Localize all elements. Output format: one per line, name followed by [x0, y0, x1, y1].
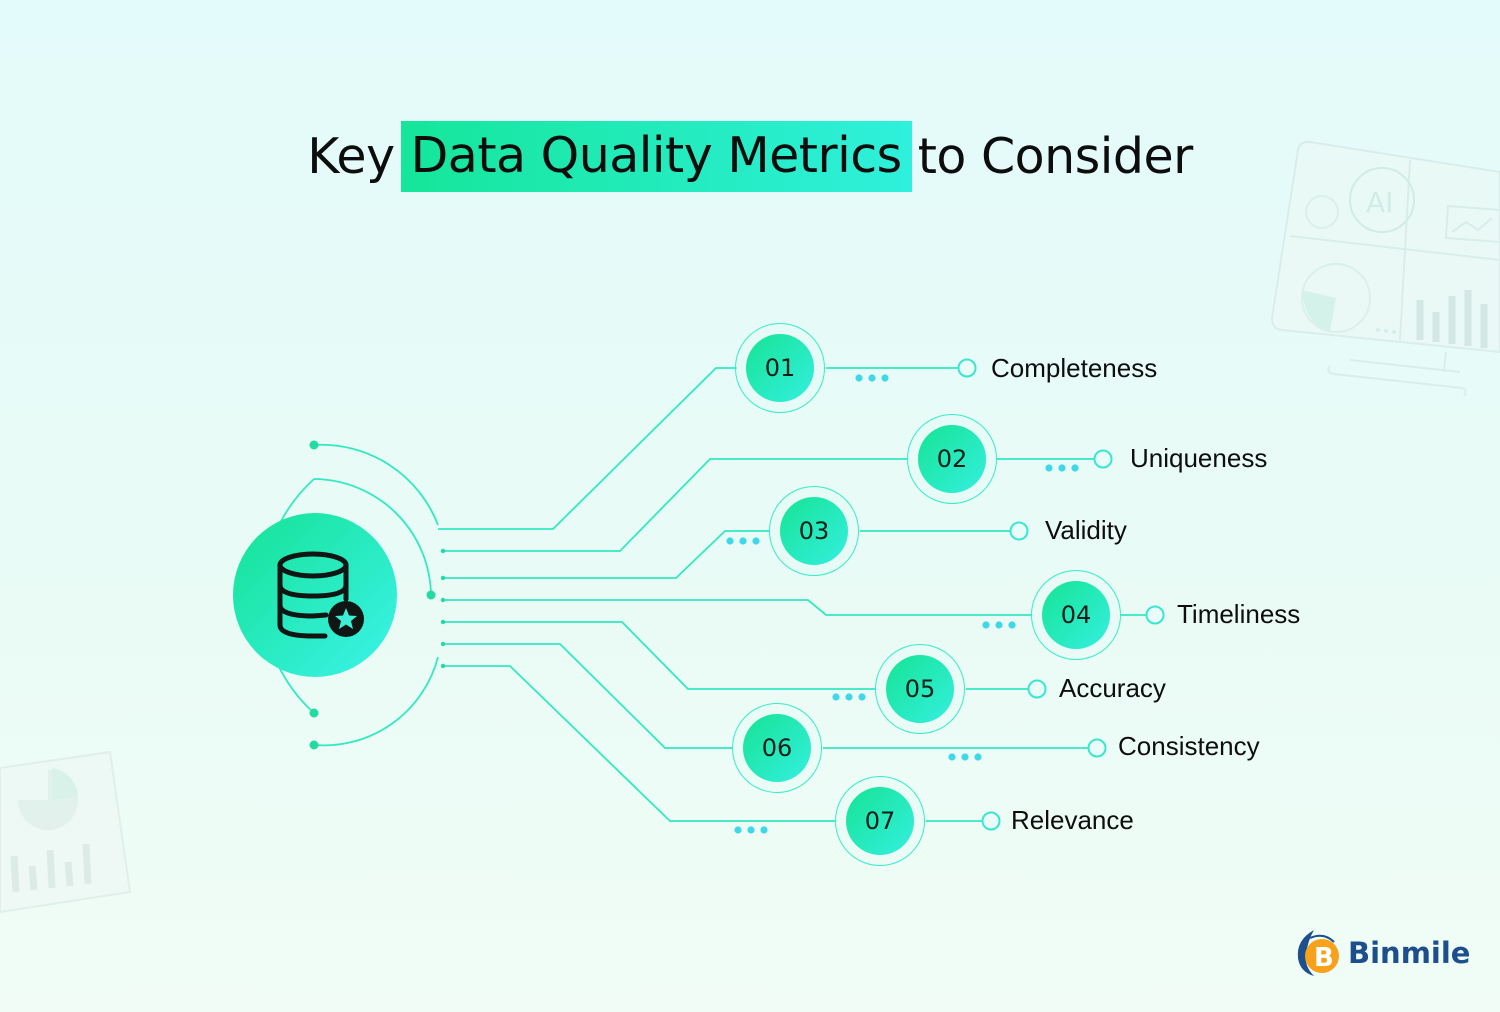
metric-label-validity: Validity [1045, 515, 1127, 545]
page-title: Key Data Quality Metrics to Consider [0, 118, 1500, 194]
metric-node-03: 03 [769, 486, 859, 576]
metric-node-05: 05 [875, 644, 965, 734]
binmile-logo-icon: B [1297, 930, 1339, 976]
metric-number: 02 [918, 425, 986, 493]
svg-text:AI: AI [1366, 186, 1393, 219]
database-star-icon [277, 551, 364, 639]
branch-line-02 [443, 458, 908, 552]
dots-06 [948, 753, 982, 761]
branch-line-07 [443, 665, 836, 822]
metric-label-accuracy: Accuracy [1059, 673, 1166, 703]
dots-05 [832, 693, 866, 701]
branch-line-06 [443, 643, 733, 749]
metric-node-01: 01 [735, 323, 825, 413]
title-prefix: Key [307, 127, 395, 185]
marker-ring-01 [957, 358, 977, 378]
metric-node-07: 07 [835, 776, 925, 866]
database-hub [233, 513, 397, 677]
metric-label-consistency: Consistency [1118, 731, 1260, 761]
title-highlight: Data Quality Metrics [400, 120, 912, 192]
metric-label-timeliness: Timeliness [1177, 599, 1301, 629]
metric-number: 01 [746, 334, 814, 402]
marker-ring-05 [1027, 679, 1047, 699]
dots-04 [982, 621, 1016, 629]
marker-ring-04 [1145, 605, 1165, 625]
marker-ring-06 [1087, 738, 1107, 758]
title-suffix: to Consider [917, 127, 1194, 185]
metric-number: 03 [780, 497, 848, 565]
metric-label-completeness: Completeness [991, 353, 1158, 383]
metric-node-02: 02 [907, 414, 997, 504]
branch-line-01 [438, 367, 737, 530]
metric-node-04: 04 [1031, 570, 1121, 660]
branch-line-04 [443, 599, 1032, 616]
marker-ring-07 [981, 811, 1001, 831]
brand-name: Binmile [1348, 936, 1471, 970]
branch-line-03 [443, 530, 770, 579]
metric-number: 05 [886, 655, 954, 723]
metric-number: 07 [846, 787, 914, 855]
dots-07 [734, 826, 768, 834]
metric-node-06: 06 [732, 703, 822, 793]
metric-label-relevance: Relevance [1011, 805, 1134, 835]
metric-label-uniqueness: Uniqueness [1130, 443, 1268, 473]
brand-logo: B Binmile [1294, 926, 1474, 980]
dots-03 [726, 537, 760, 545]
metric-number: 06 [743, 714, 811, 782]
dots-02 [1045, 464, 1079, 472]
svg-text:B: B [1314, 943, 1334, 973]
marker-ring-02 [1093, 449, 1113, 469]
branch-line-05 [443, 621, 876, 690]
marker-ring-03 [1009, 521, 1029, 541]
dots-01 [855, 374, 889, 382]
metric-number: 04 [1042, 581, 1110, 649]
